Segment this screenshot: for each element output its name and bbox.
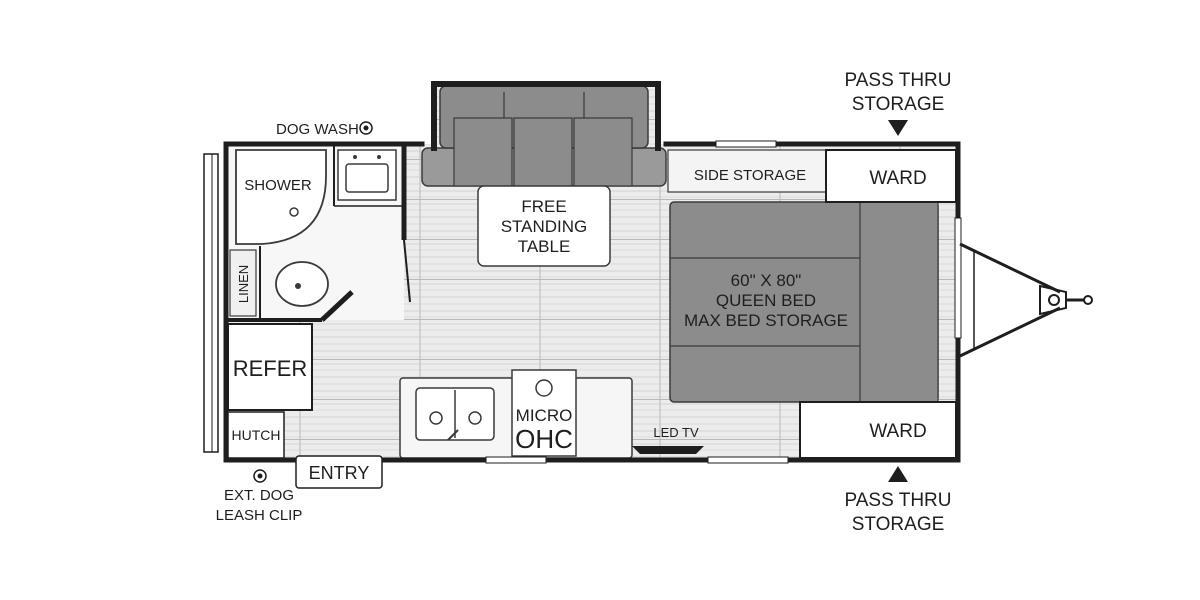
micro-label: MICRO bbox=[516, 406, 573, 425]
circle-clip-icon bbox=[253, 469, 267, 483]
bed-label-line2: QUEEN BED bbox=[716, 291, 816, 310]
pass-thru-top-line1: PASS THRU bbox=[845, 70, 952, 91]
hutch-cabinet bbox=[227, 411, 285, 459]
led-tv-label: LED TV bbox=[653, 425, 699, 440]
ward-top-label: WARD bbox=[869, 168, 926, 189]
toilet bbox=[275, 261, 329, 307]
bathroom bbox=[228, 144, 411, 322]
bed-label-line3: MAX BED STORAGE bbox=[684, 311, 848, 330]
refer-label: REFER bbox=[233, 356, 308, 381]
ext-dog-label-line2: LEASH CLIP bbox=[216, 507, 303, 524]
rear-awning bbox=[203, 153, 219, 453]
shower-pan bbox=[235, 149, 327, 245]
refrigerator bbox=[227, 323, 313, 411]
queen-bed bbox=[669, 201, 939, 403]
triangle-up-icon bbox=[888, 466, 908, 482]
cooktop bbox=[511, 369, 577, 457]
hutch-label: HUTCH bbox=[232, 427, 281, 443]
trailer-hitch bbox=[959, 242, 1093, 358]
pass-thru-top-line2: STORAGE bbox=[852, 94, 945, 115]
led-tv bbox=[632, 446, 704, 454]
kitchen-counter bbox=[399, 369, 633, 459]
triangle-down-icon bbox=[888, 120, 908, 136]
wardrobe-top bbox=[825, 149, 957, 203]
table-label-line2: STANDING bbox=[501, 217, 588, 236]
entry-label: ENTRY bbox=[309, 463, 370, 483]
linen-label: LINEN bbox=[236, 265, 251, 303]
table-label-line1: FREE bbox=[521, 197, 566, 216]
ohc-label: OHC bbox=[515, 424, 573, 454]
wardrobe-bottom bbox=[799, 401, 957, 459]
side-storage-label: SIDE STORAGE bbox=[694, 167, 806, 184]
dog-wash-label: DOG WASH bbox=[276, 121, 359, 138]
linen-cabinet bbox=[229, 249, 257, 317]
free-standing-table bbox=[477, 185, 611, 267]
table-label-line3: TABLE bbox=[518, 237, 571, 256]
bed-label-line1: 60" X 80" bbox=[731, 271, 802, 290]
pass-thru-bottom-line1: PASS THRU bbox=[845, 490, 952, 511]
pass-thru-bottom-line2: STORAGE bbox=[852, 514, 945, 535]
entry-door-label-box bbox=[295, 455, 383, 489]
ward-bottom-label: WARD bbox=[869, 421, 926, 442]
side-storage-cabinet bbox=[667, 149, 827, 193]
shower-label: SHOWER bbox=[244, 177, 312, 194]
circle-valve-icon bbox=[359, 121, 373, 135]
ext-dog-label-line1: EXT. DOG bbox=[224, 487, 294, 504]
sofa bbox=[421, 85, 667, 187]
